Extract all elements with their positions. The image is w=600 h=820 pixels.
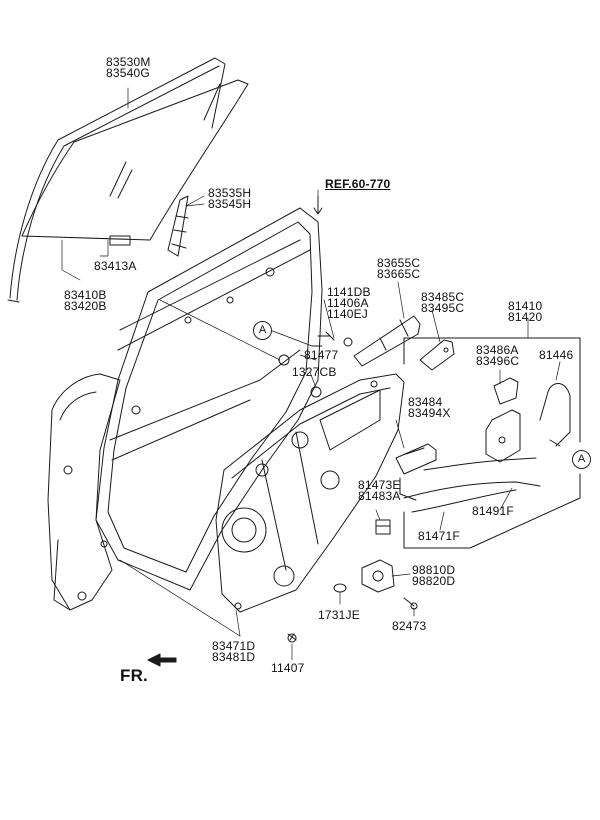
latch-components xyxy=(485,377,571,463)
label-bolt-1327cb: 1327CB xyxy=(292,365,337,379)
label-ref: REF.60-770 xyxy=(325,177,391,191)
leader-lines xyxy=(61,87,561,661)
callout-a-door: A xyxy=(253,321,272,340)
window-motor xyxy=(361,559,395,593)
glass-channel xyxy=(167,195,189,257)
callout-a-box: A xyxy=(572,450,591,469)
door-module-panel xyxy=(215,373,405,613)
handle-bracket xyxy=(419,339,455,371)
lower-fasteners xyxy=(287,597,418,643)
grommet xyxy=(333,583,347,593)
upper-fasteners xyxy=(310,331,353,398)
label-grommet: 1731JE xyxy=(318,608,360,622)
body-opening xyxy=(47,373,121,611)
label-cable-71f: 81471F xyxy=(418,529,460,543)
front-label: FR. xyxy=(120,666,148,685)
handle-base xyxy=(395,443,437,475)
door-glass xyxy=(21,79,249,246)
label-bolt-11407: 11407 xyxy=(271,661,305,675)
clip-part xyxy=(375,519,391,535)
label-glass-clip: 83413A xyxy=(94,259,137,273)
latch-assembly-box xyxy=(403,337,581,549)
label-rod: 81446 xyxy=(539,348,574,362)
door-frame xyxy=(95,207,323,591)
cables xyxy=(399,457,541,513)
front-arrow-icon xyxy=(147,653,177,667)
label-cable-91f: 81491F xyxy=(472,504,514,518)
inner-handle xyxy=(353,315,421,367)
ref-arrow-icon xyxy=(313,195,323,215)
glass-run-weatherstrip xyxy=(7,57,226,303)
label-screw-82473: 82473 xyxy=(392,619,427,633)
label-bolt-81477: 81477 xyxy=(304,348,339,362)
